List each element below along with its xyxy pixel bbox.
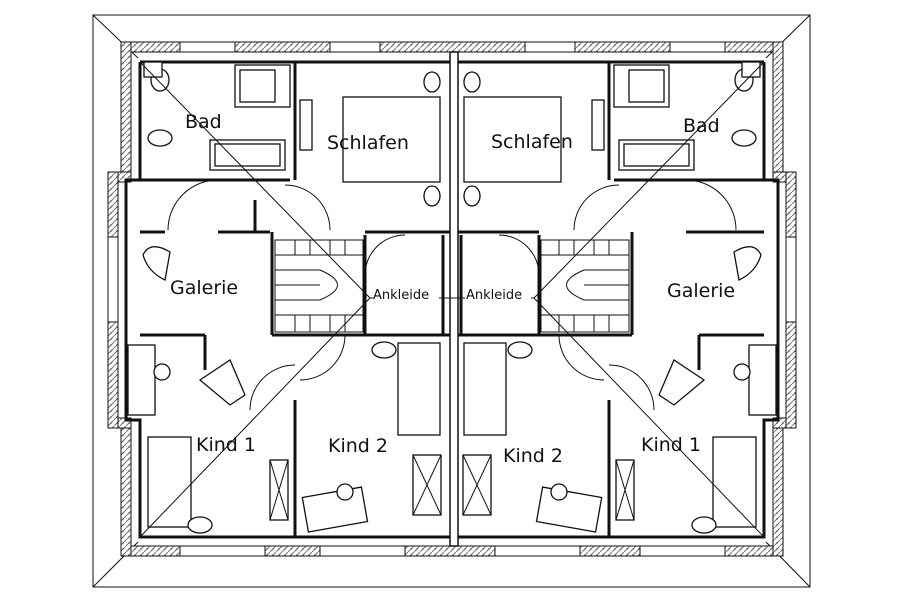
room-label-schlafen-left: Schlafen <box>327 132 409 154</box>
room-label-schlafen-right: Schlafen <box>491 131 573 153</box>
room-label-bad-left: Bad <box>185 111 222 133</box>
room-label-galerie-right: Galerie <box>667 280 735 302</box>
room-label-kind2-right: Kind 2 <box>503 445 563 467</box>
party-wall <box>449 51 459 547</box>
room-label-bad-right: Bad <box>683 115 720 137</box>
stairs-left <box>274 239 364 333</box>
windows <box>107 41 797 557</box>
room-label-kind2-left: Kind 2 <box>328 435 388 457</box>
door-swings <box>167 179 737 411</box>
room-labels-right: Bad Schlafen Galerie Ankleide Kind 1 Kin… <box>465 115 735 467</box>
room-label-ankleide-right: Ankleide <box>466 288 522 303</box>
stairs-right <box>540 239 630 333</box>
room-label-kind1-left: Kind 1 <box>196 434 256 456</box>
room-labels-left: Bad Schlafen Galerie Ankleide Kind 1 Kin… <box>170 111 439 457</box>
furniture-right <box>462 61 777 534</box>
furniture-left <box>127 61 442 534</box>
room-label-ankleide-left: Ankleide <box>373 288 429 303</box>
room-label-kind1-right: Kind 1 <box>641 434 701 456</box>
room-label-galerie-left: Galerie <box>170 277 238 299</box>
interior-walls-right <box>458 62 764 537</box>
roof-hip-lines <box>139 61 765 538</box>
